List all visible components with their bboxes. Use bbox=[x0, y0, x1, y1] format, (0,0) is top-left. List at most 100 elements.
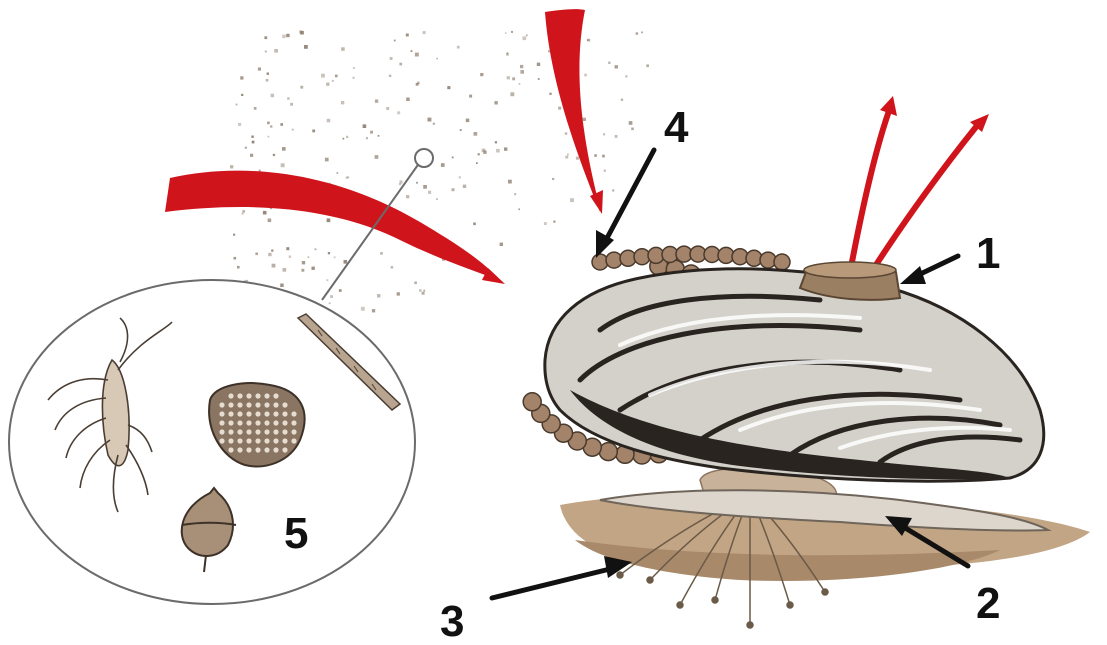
plankton-particle bbox=[565, 132, 568, 135]
plankton-particle bbox=[482, 149, 486, 153]
label-2: 2 bbox=[976, 579, 1000, 628]
siphon-tentacle bbox=[523, 393, 541, 411]
plankton-particle bbox=[423, 290, 425, 292]
plankton-particle bbox=[268, 253, 271, 256]
plankton-particle bbox=[353, 77, 355, 79]
plankton-particle bbox=[252, 141, 255, 144]
diatom-pore bbox=[219, 411, 224, 416]
plankton-particle bbox=[290, 103, 293, 106]
plankton-particle bbox=[230, 165, 233, 168]
plankton-particle bbox=[512, 77, 515, 80]
plankton-particle bbox=[473, 223, 476, 226]
plankton-particle bbox=[380, 252, 383, 255]
plankton-particle bbox=[583, 118, 586, 121]
diatom-pore bbox=[228, 402, 233, 407]
plankton-particle bbox=[411, 50, 413, 52]
plankton-particle bbox=[286, 247, 289, 250]
plankton-particle bbox=[250, 154, 253, 157]
plankton-particle bbox=[480, 73, 483, 76]
diatom-pore bbox=[237, 447, 242, 452]
plankton-particle bbox=[423, 185, 427, 189]
plankton-particle bbox=[292, 129, 294, 131]
diatom-pore bbox=[219, 429, 224, 434]
diatom-pore bbox=[237, 429, 242, 434]
plankton-particle bbox=[330, 295, 333, 298]
plankton-particle bbox=[346, 177, 348, 179]
diatom-pore bbox=[228, 411, 233, 416]
plankton-particle bbox=[631, 128, 634, 131]
label-1: 1 bbox=[976, 229, 1000, 278]
plankton-particle bbox=[271, 250, 273, 252]
plankton-particle bbox=[280, 284, 284, 288]
plankton-particle bbox=[289, 256, 291, 258]
plankton-particle bbox=[400, 180, 403, 183]
diatom-pore bbox=[237, 438, 242, 443]
plankton-particle bbox=[636, 32, 639, 35]
diatom-pore bbox=[273, 429, 278, 434]
diatom-pore bbox=[273, 420, 278, 425]
plankton-particle bbox=[397, 292, 400, 295]
diatom-pore bbox=[228, 438, 233, 443]
plankton-particle bbox=[594, 154, 597, 157]
plankton-particle bbox=[327, 119, 331, 123]
plankton-particle bbox=[263, 211, 267, 215]
plankton-particle bbox=[272, 264, 276, 268]
diatom-pore bbox=[291, 429, 296, 434]
plankton-particle bbox=[394, 40, 396, 42]
siphon-tentacle bbox=[774, 254, 790, 270]
diatom-pore bbox=[273, 402, 278, 407]
plankton-particle bbox=[377, 294, 380, 297]
byssal-plaque bbox=[747, 622, 753, 628]
plankton-particle bbox=[237, 266, 240, 269]
plankton-particle bbox=[302, 261, 305, 264]
diatom-pore bbox=[246, 447, 251, 452]
plankton-particle bbox=[300, 86, 303, 89]
plankton-particle bbox=[428, 118, 432, 122]
plankton-particle bbox=[552, 178, 554, 180]
plankton-particle bbox=[315, 248, 317, 250]
plankton-particle bbox=[270, 125, 272, 127]
plankton-particle bbox=[341, 101, 344, 104]
diatom-pore bbox=[255, 420, 260, 425]
plankton-particle bbox=[300, 31, 304, 35]
plankton-particle bbox=[343, 138, 345, 140]
plankton-particle bbox=[399, 63, 402, 66]
plankton-particle bbox=[621, 99, 623, 101]
plankton-particle bbox=[286, 34, 289, 37]
plankton-particle bbox=[240, 76, 243, 79]
plankton-particle bbox=[476, 162, 478, 164]
diatom-pore bbox=[246, 411, 251, 416]
plankton-particle bbox=[549, 93, 551, 95]
pointer-arrow-icon bbox=[900, 256, 958, 284]
plankton-particle bbox=[274, 49, 278, 53]
diatom-pore bbox=[246, 393, 251, 398]
plankton-particle bbox=[433, 123, 435, 125]
plankton-particle bbox=[416, 182, 418, 184]
plankton-particle bbox=[304, 45, 308, 49]
diatom-pore bbox=[255, 429, 260, 434]
plankton-particle bbox=[334, 256, 336, 258]
plankton-particle bbox=[325, 158, 329, 162]
plankton-particle bbox=[625, 75, 627, 77]
plankton-particle bbox=[570, 198, 574, 202]
pointer-arrow-icon bbox=[492, 556, 632, 598]
plankton-particle bbox=[361, 307, 365, 311]
inflow-arrow-icon bbox=[545, 9, 603, 214]
plankton-particle bbox=[415, 53, 419, 57]
diatom-pore bbox=[237, 420, 242, 425]
plankton-particle bbox=[460, 129, 462, 131]
plankton-particle bbox=[326, 83, 329, 86]
plankton-particle bbox=[370, 131, 373, 134]
plankton-particle bbox=[511, 31, 513, 33]
plankton-particle bbox=[505, 32, 507, 34]
diatom-pore bbox=[282, 438, 287, 443]
plankton-particle bbox=[603, 133, 605, 135]
plankton-particle bbox=[282, 147, 286, 151]
plankton-particle bbox=[576, 157, 579, 160]
plankton-particle bbox=[419, 289, 422, 292]
outflow-arrowhead-icon bbox=[880, 96, 897, 116]
plankton-particle bbox=[254, 107, 257, 110]
inflow-arrow-icon bbox=[165, 171, 505, 284]
plankton-particle bbox=[615, 135, 618, 138]
diatom-pore bbox=[246, 420, 251, 425]
